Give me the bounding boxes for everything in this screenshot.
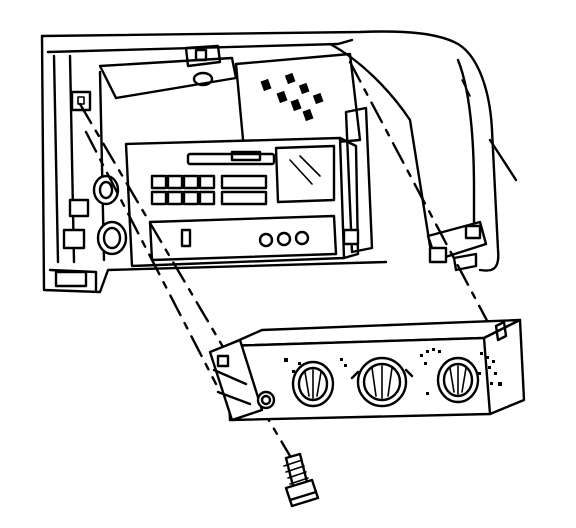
- preset-buttons: [150, 174, 268, 206]
- knob-icon: [92, 174, 120, 206]
- radio-unit: [92, 52, 374, 268]
- radio-vent-fins: [260, 72, 324, 122]
- right-mount-brackets: [426, 220, 488, 272]
- dashboard-housing: [40, 30, 518, 294]
- hvac-control-panel: [208, 318, 526, 422]
- alignment-lines: [78, 60, 494, 468]
- left-mount-tabs: [54, 90, 92, 288]
- knob-icon: [291, 360, 335, 408]
- knob-icon: [350, 356, 414, 408]
- knob-icon: [96, 220, 128, 256]
- knob-icon: [436, 356, 480, 404]
- upper-left-bracket: [98, 44, 238, 100]
- screw-icon: [283, 452, 320, 508]
- panel-markings: [284, 348, 502, 395]
